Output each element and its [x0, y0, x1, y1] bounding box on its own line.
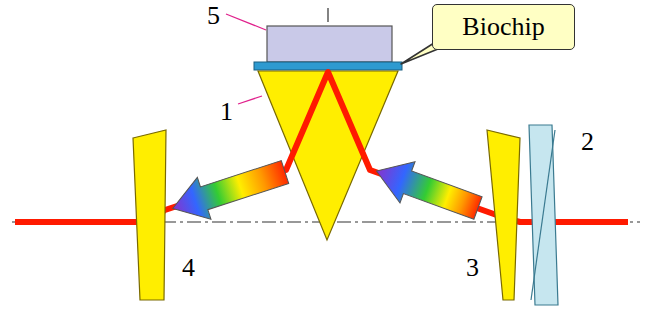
leader-line — [226, 14, 266, 30]
leader-line — [238, 96, 262, 104]
callout-box: Biochip — [432, 4, 575, 50]
callout-number: 1 — [220, 99, 233, 125]
callout-number: 3 — [466, 255, 479, 281]
callout-text: Biochip — [462, 13, 544, 42]
spectrum-arrow — [369, 150, 486, 228]
callout-number: 2 — [581, 129, 594, 155]
callout-number: 5 — [207, 3, 220, 29]
callout-number: 4 — [182, 255, 195, 281]
plate-line — [531, 130, 555, 300]
block — [267, 26, 392, 62]
wedge — [487, 130, 520, 300]
wedge — [133, 130, 166, 300]
spectrum-arrow — [166, 151, 292, 229]
prism — [258, 71, 398, 240]
plate — [529, 125, 558, 305]
biochip-strip — [254, 62, 402, 70]
